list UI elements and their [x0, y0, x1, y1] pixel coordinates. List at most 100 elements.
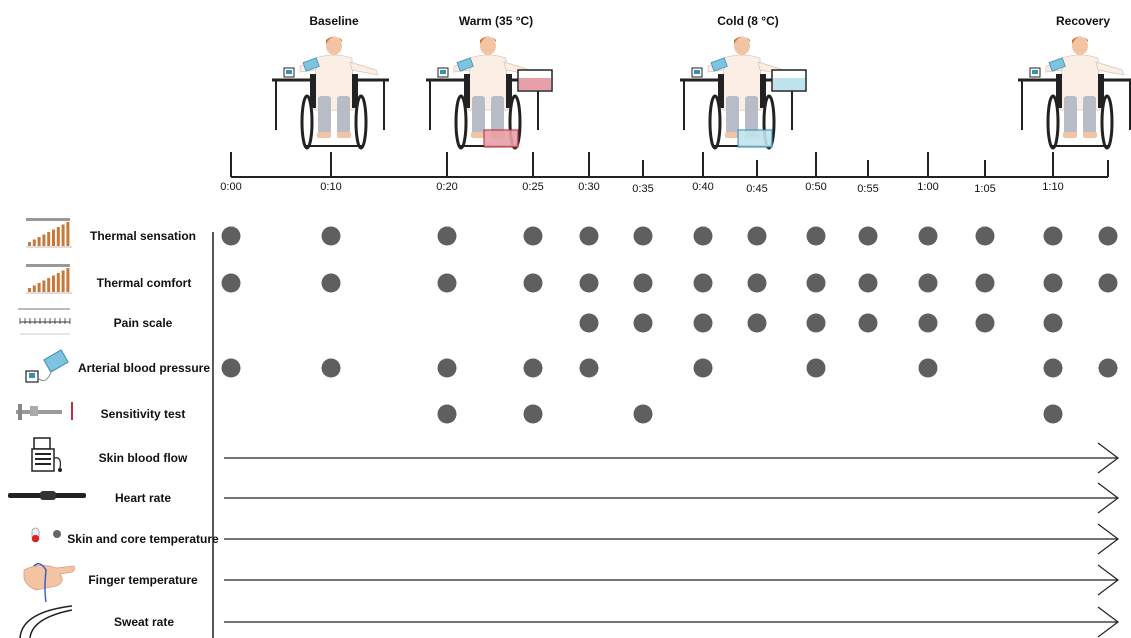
measurement-dot	[975, 273, 995, 293]
measurement-dot	[918, 226, 938, 246]
measurement-dot	[437, 226, 457, 246]
head-icon	[1072, 37, 1088, 55]
measurement-dot	[633, 273, 653, 293]
wheel-icon	[300, 94, 314, 150]
head-icon	[480, 37, 496, 55]
row-thermal-sensation-marks	[221, 226, 1118, 246]
tick-label-1-00: 1:00	[917, 181, 939, 193]
chair-back-icon	[464, 74, 470, 108]
bp-cuff-icon	[302, 57, 320, 72]
chair-back-icon	[718, 74, 724, 108]
row-label-thermal-comfort: Thermal comfort	[96, 276, 192, 290]
measurement-dot	[858, 226, 878, 246]
measurement-dot	[806, 273, 826, 293]
measurement-dot	[321, 226, 341, 246]
row-sweat-rate-marks	[224, 606, 1119, 638]
measurement-dot	[523, 273, 543, 293]
hair-icon	[480, 36, 496, 44]
tick-label-0-25: 0:25	[522, 181, 544, 193]
measurement-dot	[523, 358, 543, 378]
cold-foot-bath-icon	[737, 129, 773, 148]
tick-label-1-10: 1:10	[1042, 181, 1064, 193]
phase-title-warm: Warm (35 °C)	[458, 14, 534, 28]
caliper-icon	[16, 402, 73, 420]
row-label-pain-scale: Pain scale	[113, 316, 173, 330]
phase-title-cold: Cold (8 °C)	[717, 14, 779, 28]
tick-label-0-20: 0:20	[436, 181, 458, 193]
row-arterial-blood-pressure-marks	[221, 358, 1118, 378]
measurement-dot	[747, 313, 767, 333]
measurement-dot	[1043, 226, 1063, 246]
measurement-dot	[221, 226, 241, 246]
arrow-head-icon	[1097, 564, 1119, 596]
hair-icon	[734, 36, 750, 44]
tick-label-0-00: 0:00	[220, 181, 242, 193]
participant-cold-illustration	[680, 36, 807, 150]
row-label-skin-blood-flow: Skin blood flow	[98, 451, 188, 465]
measurement-dot	[806, 313, 826, 333]
bp-cuff-icon	[710, 57, 728, 72]
leg-icon	[318, 96, 331, 134]
measurement-dot	[918, 313, 938, 333]
measurement-dot	[633, 404, 653, 424]
measurement-dot	[633, 226, 653, 246]
participant-recovery-illustration	[1018, 36, 1131, 150]
arrow-head-icon	[1097, 606, 1119, 638]
laser-doppler-icon	[31, 437, 62, 472]
head-icon	[734, 37, 750, 55]
row-thermal-comfort-marks	[221, 273, 1118, 293]
chair-back-icon	[1056, 74, 1062, 108]
measurement-dot	[918, 358, 938, 378]
leg-icon	[726, 96, 739, 134]
thermal-comfort-scale-icon	[26, 264, 72, 294]
measurement-dot	[975, 313, 995, 333]
hair-icon	[1072, 36, 1088, 44]
measurement-dot	[523, 226, 543, 246]
row-label-arterial-blood-pressure: Arterial blood pressure	[77, 361, 211, 375]
wheel-icon	[708, 94, 722, 150]
measurement-dot	[858, 273, 878, 293]
temperature-pill-icon	[31, 527, 61, 543]
measurement-dot	[806, 358, 826, 378]
bp-cuff-icon	[456, 57, 474, 72]
row-label-skin-core-temperature: Skin and core temperature	[67, 532, 219, 546]
measurement-dot	[221, 273, 241, 293]
arrow-head-icon	[1097, 523, 1119, 555]
measurement-dot	[975, 226, 995, 246]
measurement-dot	[747, 226, 767, 246]
measurement-dot	[1043, 404, 1063, 424]
pain-scale-icon	[18, 308, 71, 335]
row-skin-core-temperature-marks	[224, 523, 1119, 555]
tick-label-0-50: 0:50	[805, 181, 827, 193]
row-heart-rate-marks	[224, 482, 1119, 514]
chest-strap-icon	[8, 491, 86, 500]
row-label-heart-rate: Heart rate	[114, 491, 172, 505]
row-pain-scale-marks	[579, 313, 1063, 333]
tick-label-0-35: 0:35	[632, 183, 654, 195]
tick-label-0-40: 0:40	[692, 181, 714, 193]
chair-back-icon	[310, 74, 316, 108]
arrow-head-icon	[1097, 442, 1119, 474]
timeline-axis	[230, 152, 1109, 178]
row-finger-temperature-marks	[224, 564, 1119, 596]
row-label-thermal-sensation: Thermal sensation	[89, 229, 197, 243]
tick-label-0-55: 0:55	[857, 183, 879, 195]
measurement-dot	[1098, 358, 1118, 378]
measurement-dot	[747, 273, 767, 293]
measurement-dot	[221, 358, 241, 378]
measurement-dot	[1043, 273, 1063, 293]
phase-title-recovery: Recovery	[1055, 14, 1111, 28]
measurement-dot	[693, 358, 713, 378]
measurement-dot	[321, 273, 341, 293]
measurement-dot	[918, 273, 938, 293]
tick-label-0-45: 0:45	[746, 183, 768, 195]
wheel-icon	[454, 94, 468, 150]
measurement-dot	[437, 273, 457, 293]
measurement-dot	[579, 226, 599, 246]
leg-icon	[1064, 96, 1077, 134]
wheel-icon	[1046, 94, 1060, 150]
measurement-dot	[693, 273, 713, 293]
row-label-finger-temperature: Finger temperature	[88, 573, 198, 587]
bp-cuff-icon	[1048, 57, 1066, 72]
